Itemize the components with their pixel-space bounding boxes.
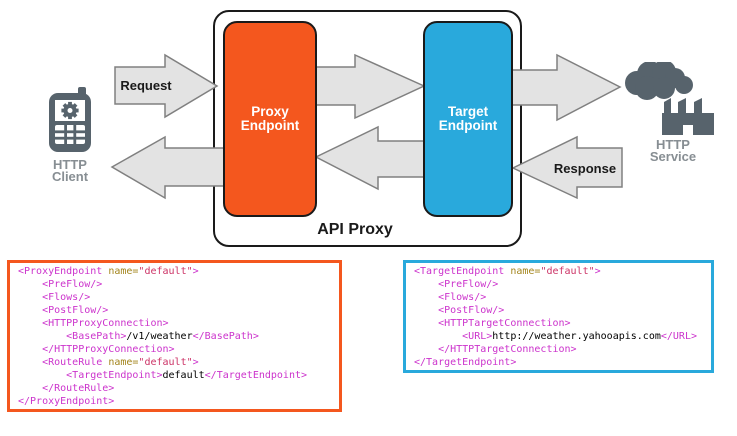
code-line: <RouteRule name="default"> xyxy=(18,357,199,368)
smoke-cloud-icon xyxy=(625,62,693,100)
code-line: <BasePath>/v1/weather</BasePath> xyxy=(18,331,259,342)
request-arrow xyxy=(114,53,219,119)
chimney xyxy=(678,98,686,114)
proxy-endpoint-label-line: Endpoint xyxy=(240,118,300,133)
code-line: <ProxyEndpoint name="default"> xyxy=(18,266,199,277)
target-endpoint-label-line: Endpoint xyxy=(438,118,498,133)
response-label: Response xyxy=(553,161,617,176)
code-line: <PostFlow/> xyxy=(18,305,109,316)
target-to-service-arrow xyxy=(507,53,622,122)
proxy-endpoint-box: Proxy Endpoint xyxy=(223,21,317,217)
code-line: </TargetEndpoint> xyxy=(414,357,517,368)
code-line: </HTTPTargetConnection> xyxy=(414,344,577,355)
code-line: <Flows/> xyxy=(414,292,487,303)
proxy-to-target-arrow xyxy=(309,53,426,120)
code-line: <PreFlow/> xyxy=(414,279,499,290)
target-to-proxy-arrow xyxy=(314,125,427,191)
target-endpoint-box: Target Endpoint xyxy=(423,21,513,217)
chimney xyxy=(694,98,702,114)
code-line: <HTTPTargetConnection> xyxy=(414,318,571,329)
factory-door-notch xyxy=(683,125,693,135)
phone-keypad xyxy=(55,125,85,144)
code-line: <PostFlow/> xyxy=(414,305,505,316)
code-line: <TargetEndpoint>default</TargetEndpoint> xyxy=(18,370,308,381)
target-endpoint-label-line: Target xyxy=(447,104,489,119)
http-client-label: HTTP Client xyxy=(51,157,89,184)
http-service-label: HTTP Service xyxy=(649,137,697,164)
factory-building-icon xyxy=(662,98,714,135)
code-line: <URL>http://weather.yahooapis.com</URL> xyxy=(414,331,697,342)
code-line: </RouteRule> xyxy=(18,383,115,394)
code-line: <HTTPProxyConnection> xyxy=(18,318,169,329)
code-line: </ProxyEndpoint> xyxy=(18,396,115,407)
target-endpoint-code-block: <TargetEndpoint name="default"> <PreFlow… xyxy=(403,260,714,373)
response-from-service-arrow xyxy=(511,135,623,200)
proxy-endpoint-label-line: Proxy xyxy=(251,104,289,119)
gear-icon xyxy=(61,101,79,120)
code-line: </HTTPProxyConnection> xyxy=(18,344,175,355)
code-line: <Flows/> xyxy=(18,292,91,303)
http-service-icon xyxy=(625,62,714,135)
proxy-endpoint-code-block: <ProxyEndpoint name="default"> <PreFlow/… xyxy=(7,260,342,412)
http-client-icon xyxy=(49,87,91,152)
flow-arrows xyxy=(110,53,623,200)
chimney xyxy=(664,98,671,114)
request-label: Request xyxy=(120,78,172,93)
code-line: <PreFlow/> xyxy=(18,279,103,290)
response-to-client-arrow xyxy=(110,135,234,200)
api-proxy-label: API Proxy xyxy=(317,221,393,238)
code-line: <TargetEndpoint name="default"> xyxy=(414,266,601,277)
